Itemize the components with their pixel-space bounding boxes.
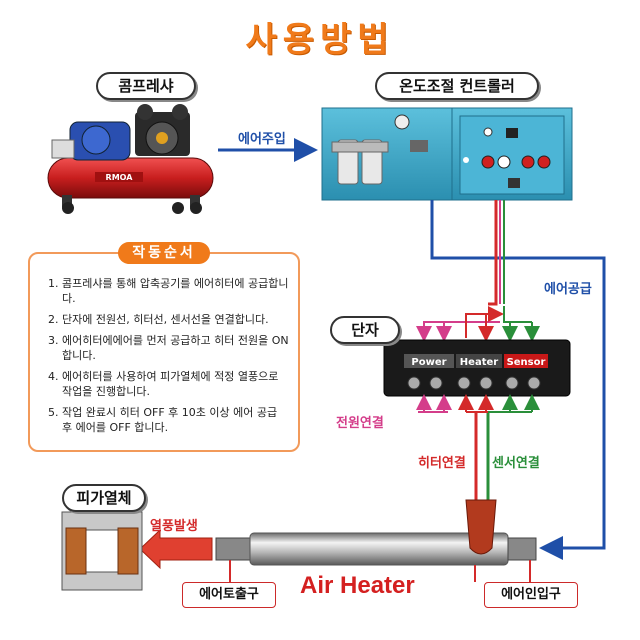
heated-object-label: 피가열체 <box>62 484 146 512</box>
terminal-sensor-label: Sensor <box>507 357 546 368</box>
air-outlet-label: 에어토출구 <box>182 582 276 608</box>
step-item: 단자에 전원선, 히터선, 센서선을 연결합니다. <box>62 312 290 327</box>
heated-object <box>61 511 143 591</box>
terminal-label: 단자 <box>330 316 400 344</box>
terminal-heater-label: Heater <box>460 357 498 368</box>
heater-connect-label: 히터연결 <box>418 456 466 471</box>
air-injection-label: 에어주입 <box>238 132 286 147</box>
compressor-label: 콤프레샤 <box>96 72 196 100</box>
step-item: 콤프레샤를 통해 압축공기를 에어히터에 공급합니다. <box>62 276 290 306</box>
hot-air-label: 열풍발생 <box>150 519 198 534</box>
page-title: 사용방법 <box>245 20 395 60</box>
step-item: 에어히터를 사용하여 피가열체에 적정 열풍으로 작업을 진행합니다. <box>62 369 290 399</box>
terminal-block <box>383 339 571 397</box>
step-item: 작업 완료시 히터 OFF 후 10초 이상 에어 공급 후 에어를 OFF 합… <box>62 405 290 435</box>
compressor-brand: RMOA <box>106 173 134 182</box>
compressor-illustration <box>47 104 214 214</box>
controller-label: 온도조절 컨트롤러 <box>375 72 539 100</box>
air-supply-label: 에어공급 <box>544 282 592 297</box>
steps-list: 콤프레샤를 통해 압축공기를 에어히터에 공급합니다. 단자에 전원선, 히터선… <box>52 276 290 435</box>
air-heater-title: Air Heater <box>300 572 415 599</box>
sensor-connect-label: 센서연결 <box>492 456 540 471</box>
steps-panel: 콤프레샤를 통해 압축공기를 에어히터에 공급합니다. 단자에 전원선, 히터선… <box>28 252 300 452</box>
step-item: 에어히터에에어를 먼저 공급하고 히터 전원을 ON합니다. <box>62 333 290 363</box>
air-inlet-label: 에어인입구 <box>484 582 578 608</box>
controller-box <box>321 107 573 201</box>
terminal-power-label: Power <box>411 357 446 368</box>
steps-title: 작동순서 <box>118 242 210 264</box>
air-heater-pipe <box>215 499 537 566</box>
power-connect-label: 전원연결 <box>336 416 384 431</box>
